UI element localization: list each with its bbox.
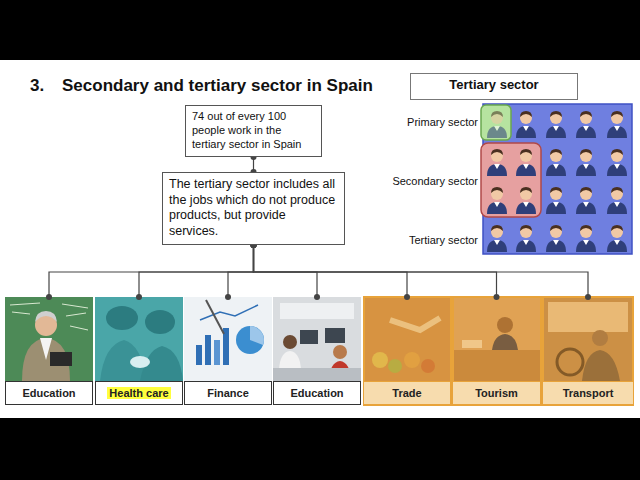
connector-line <box>254 245 497 297</box>
primary-area <box>481 105 511 140</box>
panel-label-box: Health care <box>95 381 183 405</box>
section-number: 3. <box>30 76 44 96</box>
secondary-area <box>481 143 541 217</box>
connector <box>225 242 257 300</box>
sector-panel: Education <box>5 297 93 405</box>
header-text: Tertiary sector <box>417 77 571 93</box>
definition-box: The tertiary sector includes all the job… <box>162 172 345 245</box>
panel-label-box: Education <box>273 381 361 405</box>
fact-box: 74 out of every 100 people work in the t… <box>185 105 322 157</box>
box-text: The tertiary sector includes all the job… <box>169 177 338 240</box>
sector-panel: Tourism <box>452 297 541 405</box>
connector-dot <box>404 294 410 300</box>
sector-panel: Transport <box>542 297 634 405</box>
box-text: 74 out of every 100 people work in the t… <box>192 110 315 151</box>
connector <box>251 242 592 300</box>
panel-label-box: Tourism <box>452 381 541 405</box>
sector-panel: Education <box>273 297 361 405</box>
panel-label: Trade <box>392 387 421 399</box>
connector-dot <box>314 294 320 300</box>
connector-line <box>254 245 318 297</box>
connector <box>251 242 321 300</box>
row-label: Secondary sector <box>360 175 478 187</box>
surgery-photo <box>95 297 183 381</box>
connector-line <box>49 245 254 297</box>
connector <box>46 242 257 300</box>
connector-dot <box>585 294 591 300</box>
connector <box>136 242 257 300</box>
teacher-photo <box>5 297 93 381</box>
connector-line <box>254 245 589 297</box>
finance-photo <box>184 297 272 381</box>
row-label: Primary sector <box>360 116 478 128</box>
slide-title: Secondary and tertiary sector in Spain <box>62 76 373 96</box>
panel-label: Finance <box>207 387 249 399</box>
chart-header-box: Tertiary sector <box>410 73 578 100</box>
connector-line <box>139 245 254 297</box>
connector <box>251 242 500 300</box>
panel-label: Education <box>22 387 75 399</box>
connector-dot <box>225 294 231 300</box>
row-label: Tertiary sector <box>360 234 478 246</box>
panel-label-box: Education <box>5 381 93 405</box>
panel-label: Tourism <box>475 387 518 399</box>
sector-panel: Trade <box>363 297 451 405</box>
connector-line <box>228 245 254 297</box>
panel-label: Transport <box>563 387 614 399</box>
panel-label: Health care <box>107 387 170 399</box>
connector-dot <box>46 294 52 300</box>
sector-panel: Health care <box>95 297 183 405</box>
sector-panel: Finance <box>184 297 272 405</box>
panel-label-box: Transport <box>542 381 634 405</box>
connector <box>251 242 411 300</box>
panel-label: Education <box>290 387 343 399</box>
connector-dot <box>136 294 142 300</box>
office-photo <box>273 297 361 381</box>
panel-label-box: Finance <box>184 381 272 405</box>
connector-line <box>254 245 408 297</box>
connector-dot <box>494 294 500 300</box>
panel-label-box: Trade <box>363 381 451 405</box>
